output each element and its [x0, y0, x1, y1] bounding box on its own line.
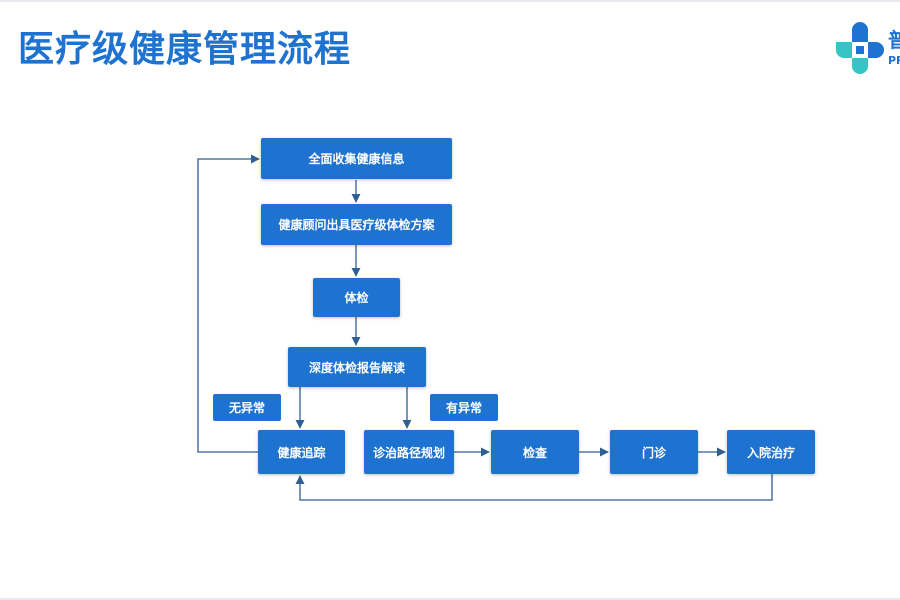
top-divider	[0, 0, 900, 2]
label-no-abnormal: 无异常	[213, 394, 281, 421]
arrow-hospital-loop-to-tracking	[295, 474, 773, 501]
step-collect-info: 全面收集健康信息	[261, 138, 452, 179]
logo-text-cn: 普	[888, 28, 900, 52]
step-hospitalization: 入院治疗	[727, 430, 815, 474]
logo-text-en: PR	[888, 54, 900, 67]
step-checkup-plan: 健康顾问出具医疗级体检方案	[261, 204, 452, 245]
brand-logo: 普 PR	[832, 22, 900, 74]
page-title: 医疗级健康管理流程	[18, 29, 352, 70]
label-abnormal: 有异常	[430, 394, 498, 421]
step-health-tracking: 健康追踪	[258, 430, 345, 474]
arrow-tracking-loop-to-collect	[197, 154, 260, 453]
step-report-reading: 深度体检报告解读	[288, 347, 426, 387]
step-outpatient: 门诊	[610, 430, 698, 474]
bottom-divider	[0, 598, 900, 600]
step-examination: 检查	[491, 430, 579, 474]
step-checkup: 体检	[313, 278, 400, 317]
cross-logo-icon	[836, 22, 884, 74]
step-treatment-path: 诊治路径规划	[364, 430, 454, 474]
